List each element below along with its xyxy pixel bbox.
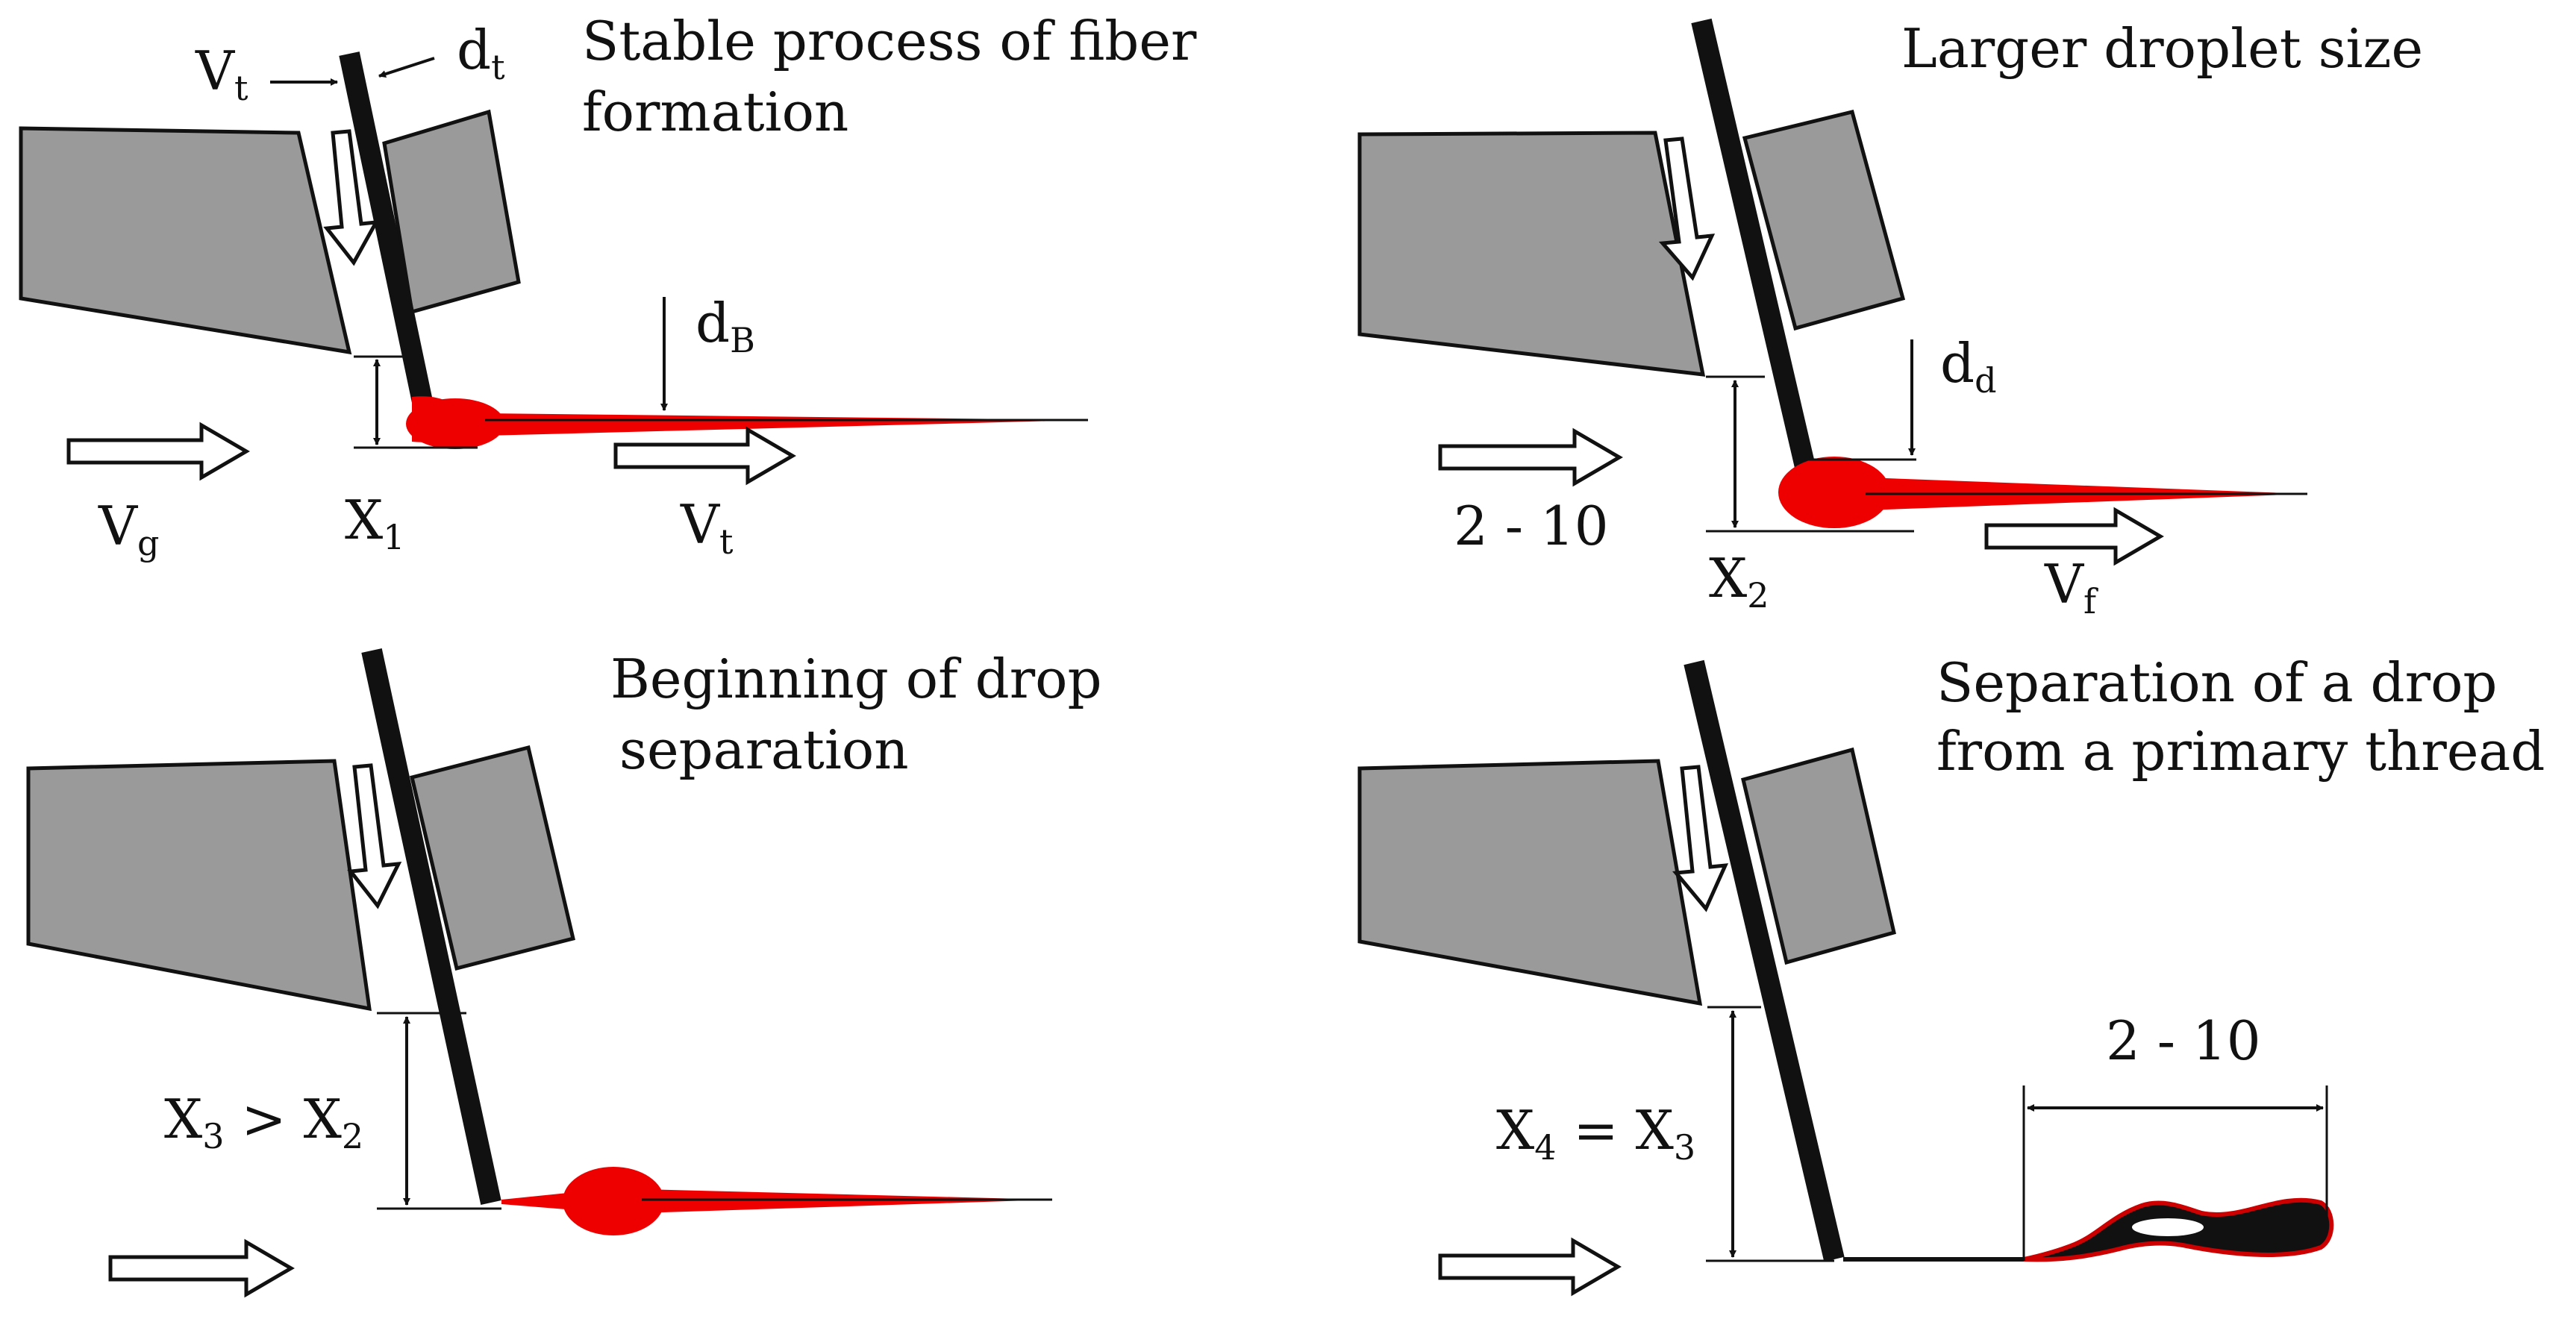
panel-stable-process: Stable process of fiber formation Vt dt …	[19, 10, 1197, 563]
nozzle-left-block	[1357, 131, 1706, 377]
primary-fiber	[339, 51, 434, 411]
primary-fiber	[361, 648, 501, 1205]
panel-title-line-1: Stable process of fiber	[582, 10, 1197, 72]
melt-neck	[501, 1192, 575, 1210]
db-label: dB	[695, 292, 755, 360]
gas-flow-arrow-icon	[1438, 1237, 1622, 1297]
nozzle-right-block	[1741, 747, 1896, 965]
gas-flow-arrow-icon	[108, 1238, 295, 1298]
vf-label: Vf	[2044, 553, 2098, 621]
panel-title-line-1: Beginning of drop	[610, 648, 1102, 710]
dd-label: dd	[1940, 332, 1997, 401]
dt-label: dt	[457, 19, 505, 87]
nozzle-left-block	[19, 126, 352, 355]
melt-fiber-stream	[642, 1189, 1052, 1213]
panel-larger-droplet: Larger droplet size dd 2 - 10 X2 Vf	[1357, 17, 2423, 621]
panel-title-line-2: from a primary thread	[1936, 720, 2545, 783]
gas-flow-arrow-icon	[66, 422, 250, 481]
panel-title-line-2: separation	[619, 718, 909, 781]
vt-top-label: Vt	[195, 40, 248, 108]
range-label: 2 - 10	[1454, 495, 1609, 557]
dt-pointer-arrow	[378, 57, 435, 78]
melt-drop-body	[406, 398, 504, 449]
feed-arrow-icon	[1672, 765, 1729, 912]
panel-title-line-1: Separation of a drop	[1936, 651, 2498, 714]
melt-drop-body	[1778, 457, 1890, 528]
nozzle-left-block	[1357, 759, 1703, 1006]
x2-label: X2	[1709, 547, 1769, 615]
feed-arrow-icon	[347, 763, 402, 909]
feed-arrow-icon	[1658, 137, 1716, 281]
primary-fiber	[1684, 660, 1845, 1262]
x1-label: X1	[345, 489, 405, 557]
fiber-flow-arrow-icon	[1984, 507, 2164, 566]
x3-gt-x2-label: X3 > X2	[164, 1088, 363, 1156]
nozzle-left-block	[26, 759, 372, 1012]
vg-label: Vg	[98, 495, 159, 563]
panel-drop-separation: Separation of a drop from a primary thre…	[1357, 651, 2545, 1297]
vt-label: Vt	[680, 493, 734, 562]
gas-flow-arrow-icon	[1438, 427, 1623, 487]
primary-fiber	[1691, 18, 1816, 473]
panel-title-line-2: formation	[582, 81, 848, 143]
feed-arrow-icon	[323, 129, 380, 266]
nozzle-right-block	[410, 745, 575, 971]
range-label: 2 - 10	[2106, 1009, 2261, 1072]
x4-eq-x3-label: X4 = X3	[1496, 1099, 1695, 1168]
panel-drop-separation-begin: Beginning of drop separation X3 > X2	[26, 648, 1102, 1298]
fiber-flow-arrow-icon	[613, 426, 796, 486]
separated-drop-hole	[2132, 1218, 2204, 1236]
melt-drop-body	[563, 1167, 664, 1235]
nozzle-right-block	[1742, 109, 1906, 331]
panel-title-line-1: Larger droplet size	[1901, 17, 2423, 80]
melt-fiber-stream	[485, 413, 1088, 436]
nozzle-right-block	[382, 109, 521, 315]
